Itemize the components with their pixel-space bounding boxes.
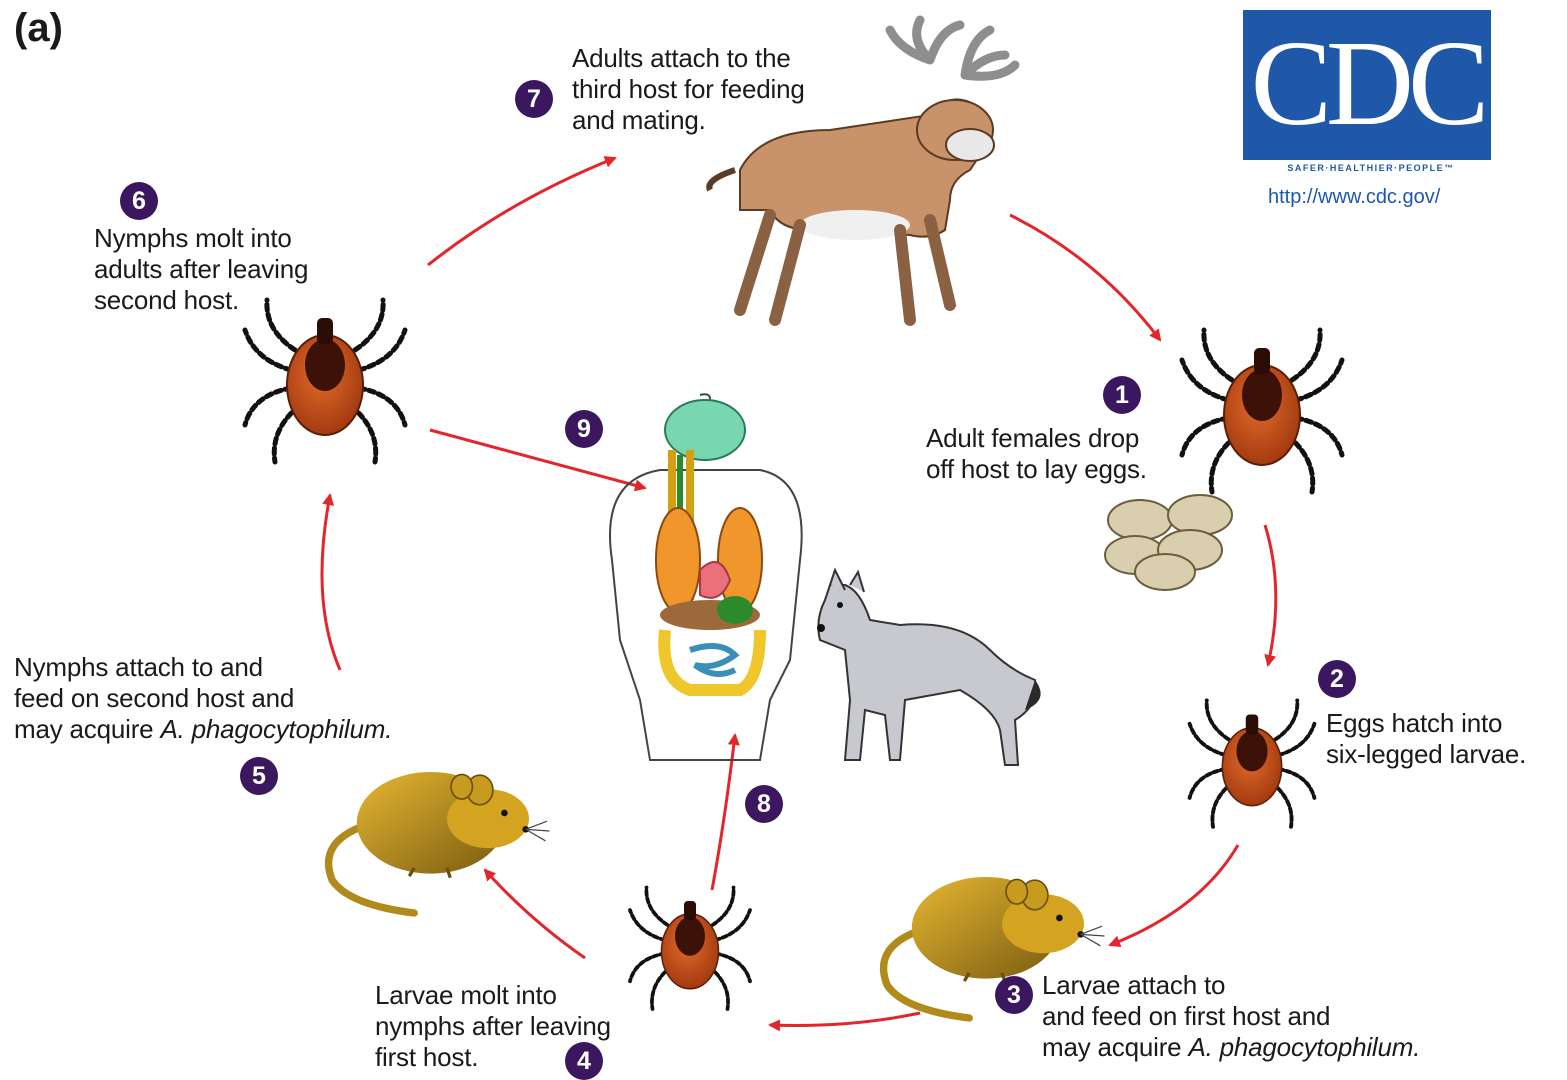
step-5-line-3-prefix: may acquire — [14, 714, 160, 744]
cdc-logo-word: CDC — [1243, 18, 1491, 150]
step-5-line-2: feed on second host and — [14, 683, 392, 714]
nymph-tick-icon — [630, 888, 750, 1010]
cdc-logo: CDC — [1243, 10, 1491, 160]
human-anatomy-icon — [610, 394, 802, 760]
step-3-line-3: may acquire A. phagocytophilum. — [1042, 1032, 1420, 1063]
step-6-badge: 6 — [120, 182, 158, 220]
step-2-line-1: Eggs hatch into — [1326, 708, 1526, 739]
step-3-line-3-prefix: may acquire — [1042, 1032, 1188, 1062]
molted-adult-tick-icon — [245, 300, 405, 462]
eggs-icon — [1105, 495, 1232, 590]
step-3-badge: 3 — [995, 976, 1033, 1014]
step-2-text: Eggs hatch into six-legged larvae. — [1326, 708, 1526, 770]
step-7-line-2: third host for feeding — [572, 74, 805, 105]
adult-tick-icon — [1182, 330, 1342, 492]
cycle-arrows — [322, 158, 1276, 1026]
larva-tick-icon — [1190, 700, 1315, 826]
step-3-line-1: Larvae attach to — [1042, 970, 1420, 1001]
step-1-text: Adult females drop off host to lay eggs. — [926, 423, 1147, 485]
step-6-text: Nymphs molt into adults after leaving se… — [94, 223, 308, 316]
step-5-badge: 5 — [240, 757, 278, 795]
step-5-line-3: may acquire A. phagocytophilum. — [14, 714, 392, 745]
step-7-badge: 7 — [515, 80, 553, 118]
step-1-line-2: off host to lay eggs. — [926, 454, 1147, 485]
step-6-line-1: Nymphs molt into — [94, 223, 308, 254]
step-3-text: Larvae attach to and feed on first host … — [1042, 970, 1420, 1063]
step-5-text: Nymphs attach to and feed on second host… — [14, 652, 392, 745]
cdc-tagline: SAFER·HEALTHIER·PEOPLE™ — [1243, 163, 1499, 173]
step-5-species: A. phagocytophilum. — [160, 714, 392, 744]
mouse-second-host-icon — [329, 772, 550, 913]
step-3-line-2: and feed on first host and — [1042, 1001, 1420, 1032]
step-8-badge: 8 — [745, 785, 783, 823]
step-3-species: A. phagocytophilum. — [1188, 1032, 1420, 1062]
step-4-line-1: Larvae molt into — [375, 980, 611, 1011]
step-7-text: Adults attach to the third host for feed… — [572, 43, 805, 136]
dog-icon — [817, 570, 1041, 765]
step-1-line-1: Adult females drop — [926, 423, 1147, 454]
step-4-text: Larvae molt into nymphs after leaving fi… — [375, 980, 611, 1073]
step-5-line-1: Nymphs attach to and — [14, 652, 392, 683]
step-7-line-1: Adults attach to the — [572, 43, 805, 74]
step-1-badge: 1 — [1103, 376, 1141, 414]
step-4-line-3: first host. — [375, 1042, 611, 1073]
step-2-badge: 2 — [1318, 660, 1356, 698]
step-6-line-2: adults after leaving — [94, 254, 308, 285]
step-2-line-2: six-legged larvae. — [1326, 739, 1526, 770]
step-7-line-3: and mating. — [572, 105, 805, 136]
step-6-line-3: second host. — [94, 285, 308, 316]
step-9-badge: 9 — [565, 410, 603, 448]
cdc-url-link[interactable]: http://www.cdc.gov/ — [1268, 186, 1440, 209]
step-4-line-2: nymphs after leaving — [375, 1011, 611, 1042]
